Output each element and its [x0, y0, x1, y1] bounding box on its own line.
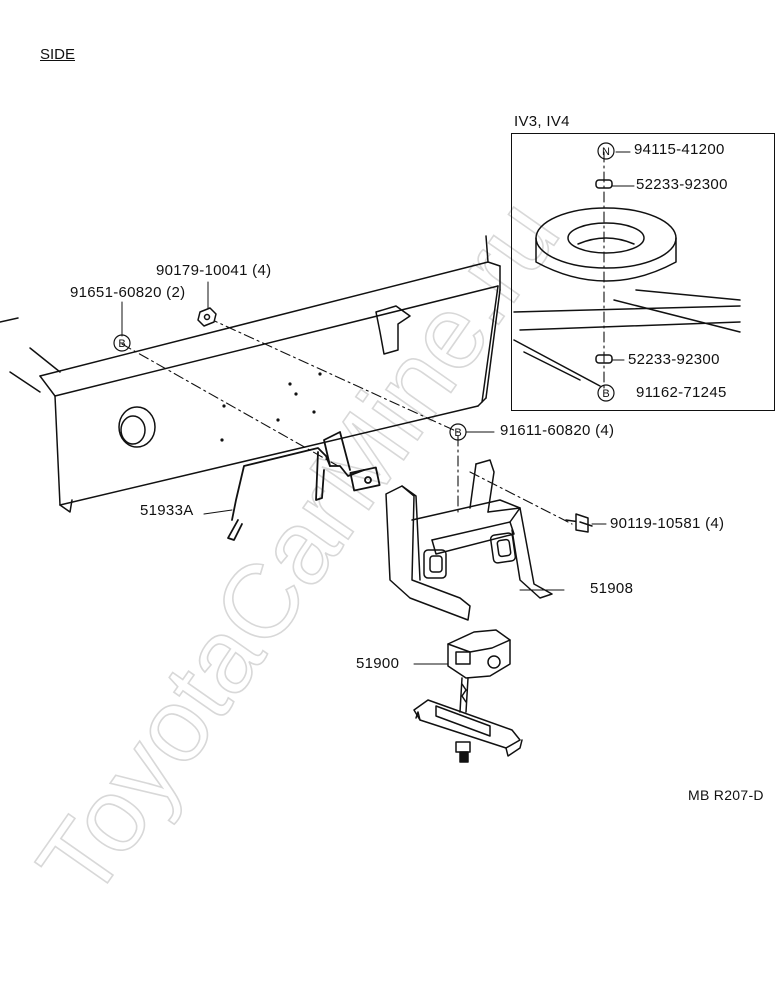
part-52233-bottom: 52233-92300 [628, 351, 720, 368]
spare-tire-hanger [413, 699, 523, 763]
rail-tab [375, 305, 411, 355]
part-90179: 90179-10041 (4) [156, 262, 272, 279]
nut-90179 [197, 307, 217, 327]
part-51933A: 51933A [140, 502, 194, 519]
frame-hole-inner [120, 415, 146, 445]
part-52233-top: 52233-92300 [636, 176, 728, 193]
carrier-bracket-51908 [385, 459, 553, 621]
part-94115: 94115-41200 [634, 141, 725, 158]
bolt-90119 [565, 513, 593, 533]
part-90119: 90119-10581 (4) [610, 515, 725, 532]
symbol-b-main: B [454, 427, 461, 439]
part-51908: 51908 [590, 580, 634, 597]
winch-51900 [447, 629, 511, 713]
inset-spare-tire [513, 179, 741, 387]
symbol-b-inset: B [602, 388, 609, 400]
part-51900: 51900 [356, 655, 400, 672]
assembly-lines [121, 151, 605, 525]
symbol-n-top: N [602, 146, 610, 158]
part-91651: 91651-60820 (2) [70, 284, 186, 301]
frame-rail [0, 235, 501, 513]
hanger-rod-51933A [227, 431, 381, 541]
view-label: SIDE [40, 46, 76, 63]
inset-title: IV3, IV4 [514, 113, 570, 130]
leader-lines [121, 151, 635, 665]
part-91611: 91611-60820 (4) [500, 422, 615, 439]
symbol-b-left: B [118, 338, 125, 350]
symbol-markers [113, 142, 615, 441]
frame-bolt-holes [220, 372, 322, 442]
inset-box [511, 133, 775, 411]
part-91162: 91162-71245 [636, 384, 727, 401]
diagram-code: MB R207-D [688, 787, 764, 803]
frame-hole [118, 406, 156, 448]
